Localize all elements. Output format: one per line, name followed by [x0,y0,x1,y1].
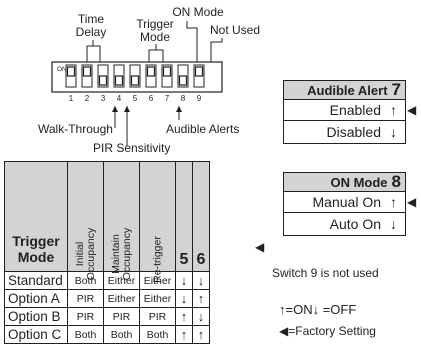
on-mode-panel: ON Mode 8 Manual On ↑ Auto On ↓ [283,172,406,236]
dip-switch-number-1: 1 [69,94,74,103]
table-row: Option A PIR Either Either ↓ ↑ [4,289,210,308]
audible-alert-panel: Audible Alert 7 Enabled ↑ Disabled ↓ [283,80,406,144]
up-arrow-icon: ↑ [390,194,397,210]
header-switch-5: 5 [175,161,193,272]
row-retrigger: PIR [139,307,176,326]
dip-switch-diagram: Time Delay Trigger Mode ON Mode Not Used… [38,5,260,155]
callout-arrowheads [112,106,182,112]
header-retrigger: Re-trigger [139,161,176,283]
callout-time-delay-line2: Delay [76,25,107,39]
on-mode-header: ON Mode 8 [284,172,405,192]
down-arrow-icon: ↓ [390,215,397,232]
dip-switch-number-4: 4 [117,94,122,103]
option-label: Disabled [326,123,381,140]
callout-walk-through: Walk-Through [38,122,113,136]
legend-off: ↓ =OFF [312,302,357,317]
row-mode: Option B [4,307,68,326]
dip-switch-number-3: 3 [101,94,106,103]
legend-factory-setting: ◀=Factory Setting [279,324,376,338]
row-retrigger: Either [139,289,176,308]
row-switch-6-arrow-icon: ↑ [192,325,210,344]
row-mode: Standard [4,271,68,290]
row-switch-5-arrow-icon: ↑ [175,325,193,344]
callout-audible-alerts: Audible Alerts [166,122,239,136]
dip-toggle-7 [162,66,172,77]
audible-alert-option-disabled: Disabled ↓ [284,121,405,142]
dip-toggle-3 [98,75,108,86]
dip-switch-number-5: 5 [133,94,138,103]
table-row: Standard Both Either Either ↓ ↓ [4,271,210,290]
callout-trigger-mode-line2: Mode [140,30,170,44]
on-mode-title: ON Mode [330,174,388,190]
dip-switch-number-7: 7 [165,94,170,103]
table-row: Option B PIR PIR PIR ↑ ↓ [4,307,210,326]
row-mode: Option A [4,289,68,308]
callout-time-delay-line1: Time [78,12,105,26]
audible-alert-title: Audible Alert [307,82,388,98]
audible-alert-header: Audible Alert 7 [284,80,405,100]
callout-on-mode: ON Mode [172,5,224,19]
table-row: Option C Both Both Both ↑ ↑ [4,325,210,344]
row-mode: Option C [4,325,68,344]
callout-not-used: Not Used [210,23,260,37]
legend-factory-text: =Factory Setting [288,324,376,338]
dip-toggle-1 [66,66,76,77]
legend-on-off: ↑=ON↓ =OFF [279,302,356,317]
audible-alert-switch-number: 7 [391,80,401,99]
on-mode-switch-number: 8 [391,172,401,191]
row-initial: PIR [67,307,104,326]
dip-switch-number-2: 2 [85,94,90,103]
on-mode-option-auto: Auto On ↓ [284,213,405,234]
row-maintain: PIR [103,307,140,326]
row-switch-6-arrow-icon: ↓ [192,307,210,326]
row-retrigger: Both [139,325,176,344]
callout-trigger-mode-line1: Trigger [136,17,174,31]
dip-switch-number-8: 8 [181,94,186,103]
dip-toggle-9 [194,66,204,77]
row-maintain: Both [103,325,140,344]
row-initial: Both [67,325,104,344]
row-switch-5-arrow-icon: ↓ [175,289,193,308]
dip-switch-number-6: 6 [149,94,154,103]
factory-setting-marker-icon: ◀ [407,103,417,117]
option-label: Auto On [329,215,381,232]
row-switch-5-arrow-icon: ↓ [175,271,193,290]
row-switch-5-arrow-icon: ↑ [175,307,193,326]
switch-9-note: Switch 9 is not used [272,266,379,280]
row-maintain: Either [103,271,140,290]
factory-setting-marker-icon: ◀ [279,324,289,338]
row-switch-6-arrow-icon: ↑ [192,289,210,308]
dip-toggle-2 [82,66,92,77]
header-switch-6: 6 [192,161,210,272]
audible-alert-option-enabled: Enabled ↑ [284,100,405,121]
dip-toggle-4 [114,75,124,86]
dip-switch-numbers: 1 2 3 4 5 6 7 8 9 [69,94,202,103]
down-arrow-icon: ↓ [390,123,397,140]
factory-setting-marker-icon: ◀ [255,240,265,254]
dip-toggle-5 [130,75,140,86]
dip-on-label: ON [57,66,67,73]
factory-setting-marker-icon: ◀ [407,195,417,209]
callout-pir-sensitivity: PIR Sensitivity [93,141,170,155]
option-label: Enabled [329,102,381,118]
dip-toggles [65,64,205,88]
legend-on: ↑=ON [279,302,313,317]
up-arrow-icon: ↑ [390,102,397,118]
dip-switch-number-9: 9 [197,94,202,103]
dip-toggle-6 [146,66,156,77]
on-mode-option-manual: Manual On ↑ [284,192,405,213]
header-trigger-mode: Trigger Mode [4,161,68,272]
row-switch-6-arrow-icon: ↓ [192,271,210,290]
dip-toggle-8 [178,75,188,86]
option-label: Manual On [312,194,381,210]
